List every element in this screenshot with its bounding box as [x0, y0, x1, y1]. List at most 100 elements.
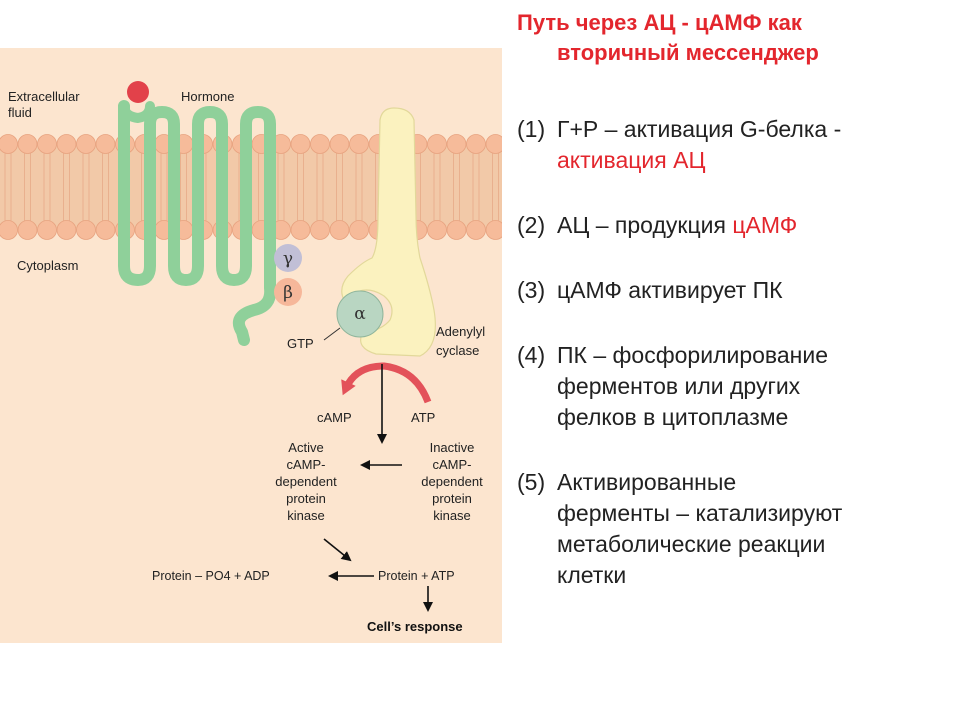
highlighted-term: активация АЦ: [557, 147, 706, 173]
camp-label: cAMP: [317, 410, 352, 425]
active-kinase-line: kinase: [287, 508, 325, 523]
lipid-head: [95, 134, 116, 154]
lipid-head: [466, 134, 486, 154]
lipid-head: [329, 220, 350, 240]
hormone-label: Hormone: [181, 89, 234, 104]
kinase-to-phosphorylation-arrow: [323, 538, 352, 562]
inactive-kinase-line: Inactive: [430, 440, 475, 455]
gtp-label: GTP: [287, 336, 314, 351]
step-line: ПК – фосфорилирование: [557, 340, 952, 371]
lipid-head: [95, 220, 116, 240]
active-kinase-line: dependent: [275, 474, 337, 489]
lipid-head: [427, 134, 447, 154]
lipid-head: [466, 220, 486, 240]
step-item: (3) цАМФ активирует ПК: [517, 275, 952, 306]
step-text: АЦ – продукция: [557, 212, 733, 238]
atp-to-camp-arrow: [341, 362, 432, 404]
lipid-heads-inner: [0, 220, 502, 240]
extracellular-label-line2: fluid: [8, 105, 32, 120]
active-kinase-line: protein: [286, 491, 326, 506]
explanation-text: Путь через АЦ - цАМФ как вторичный мессе…: [517, 8, 952, 591]
lipid-head: [310, 220, 330, 240]
step-item: (5) Активированные ферменты – катализируют…: [517, 467, 952, 591]
step-line: ферменты – катализируют: [557, 498, 952, 529]
lipid-head: [56, 220, 77, 240]
beta-subunit: [274, 278, 302, 306]
inactive-kinase-line: dependent: [421, 474, 483, 489]
signaling-diagram: γ β α Extracellular fluid Hormone Cytopl…: [0, 81, 502, 634]
step-item: (1) Г+Р – активация G-белка - активация АЦ: [517, 114, 952, 176]
lipid-head: [446, 220, 467, 240]
step-number: (1): [517, 116, 546, 142]
receptor-protein: [118, 100, 277, 346]
step-line: Г+Р – активация G-белка -: [557, 114, 952, 145]
alpha-label: α: [354, 304, 366, 324]
step-line: цАМФ активирует ПК: [557, 275, 952, 306]
lipid-head: [290, 220, 311, 240]
step-text: ПК – фосфорилирование: [557, 342, 829, 368]
step-line: активация АЦ: [557, 145, 952, 176]
step-number: (3): [517, 277, 546, 303]
slide-title-line2: вторичный мессенджер: [557, 40, 819, 65]
lipid-head: [56, 134, 77, 154]
lipid-head: [17, 134, 38, 154]
protein-atp-label: Protein + ATP: [378, 569, 455, 583]
step-line: ферментов или других: [557, 371, 952, 402]
lipid-head: [37, 220, 57, 240]
step-text: Г+Р – активация G-белка -: [557, 116, 842, 142]
active-kinase-line: Active: [288, 440, 323, 455]
adenylyl-cyclase-label-line1: Adenylyl: [436, 324, 485, 339]
lipid-head: [310, 134, 330, 154]
atp-label: ATP: [411, 410, 435, 425]
cytoplasm-label: Cytoplasm: [17, 258, 78, 273]
gamma-subunit: [274, 244, 302, 272]
step-item: (4) ПК – фосфорилирование ферментов или др…: [517, 340, 952, 433]
step-text: фелков в цитоплазме: [557, 404, 789, 430]
step-line: Активированные: [557, 467, 952, 498]
gtp-connector: [323, 327, 341, 341]
step-line: фелков в цитоплазме: [557, 402, 952, 433]
step-item: (2) АЦ – продукция цАМФ: [517, 210, 952, 241]
alpha-subunit: [336, 290, 384, 338]
step-text: цАМФ активирует ПК: [557, 277, 783, 303]
inactive-kinase-line: protein: [432, 491, 472, 506]
step-list: (1) Г+Р – активация G-белка - активация АЦ…: [517, 114, 952, 591]
lipid-head: [446, 134, 467, 154]
protein-po4-label: Protein – PO4 + ADP: [152, 569, 270, 583]
step-line: клетки: [557, 560, 952, 591]
step-number: (5): [517, 469, 546, 495]
active-kinase-line: cAMP-: [287, 457, 326, 472]
lipid-head: [0, 220, 18, 240]
lipid-head: [37, 134, 57, 154]
lipid-head: [329, 134, 350, 154]
inactive-kinase-line: kinase: [433, 508, 471, 523]
lipid-head: [485, 134, 502, 154]
step-line: метаболические реакции: [557, 529, 952, 560]
step-text: Активированные: [557, 469, 737, 495]
extracellular-label-line1: Extracellular: [8, 89, 80, 104]
step-text: метаболические реакции: [557, 531, 826, 557]
inactive-kinase-line: cAMP-: [433, 457, 472, 472]
lipid-head: [17, 220, 38, 240]
lipid-head: [349, 134, 369, 154]
step-line: АЦ – продукция цАМФ: [557, 210, 952, 241]
gamma-label: γ: [283, 249, 293, 269]
receptor-binding-site: [119, 101, 155, 124]
step-text: ферментов или других: [557, 373, 801, 399]
highlighted-term: цАМФ: [732, 212, 798, 238]
lipid-head: [76, 220, 96, 240]
step-text: ферменты – катализируют: [557, 500, 843, 526]
beta-label: β: [283, 283, 293, 303]
slide-title-line1: Путь через АЦ - цАМФ как: [517, 10, 802, 35]
lipid-head: [290, 134, 311, 154]
active-kinase-label: Active cAMP- dependent protein kinase: [275, 440, 337, 523]
lipid-head: [485, 220, 502, 240]
lipid-head: [427, 220, 447, 240]
hormone-molecule: [127, 81, 149, 103]
step-number: (2): [517, 212, 546, 238]
lipid-head: [0, 134, 18, 154]
step-number: (4): [517, 342, 546, 368]
inactive-kinase-label: Inactive cAMP- dependent protein kinase: [421, 440, 483, 523]
lipid-head: [349, 220, 369, 240]
